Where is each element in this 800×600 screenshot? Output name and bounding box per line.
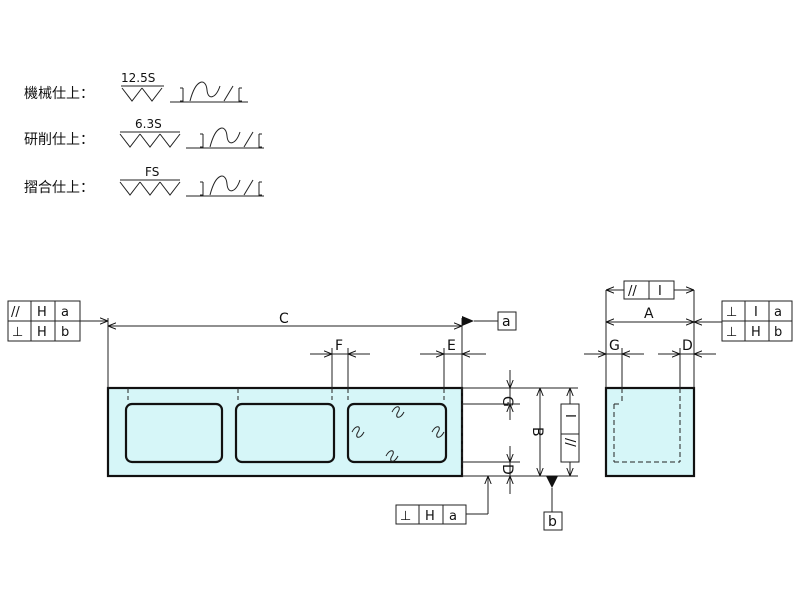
finish-grade: 6.3S [135, 117, 162, 131]
tolerance-value: H [37, 305, 47, 320]
finish-row-scraped: 摺合仕上： FS [24, 165, 264, 197]
dim-label-c: C [279, 311, 289, 327]
finish-label: 機械仕上： [24, 86, 94, 102]
tolerance-frame-side-top: // I [606, 280, 694, 300]
datum-label-b: b [548, 514, 557, 530]
datum-triangle-b [546, 476, 558, 488]
front-pocket [234, 402, 336, 464]
geometric-symbol: ⊥ [726, 325, 737, 340]
tolerance-frame-front-bottom: ⊥ H a [395, 476, 488, 525]
datum-box-b [543, 511, 563, 531]
dim-label-e: E [447, 338, 456, 354]
finish-symbol [121, 85, 164, 102]
finish-row-machined: 機械仕上： 12.5S [24, 71, 248, 103]
tolerance-frame-side-right: ⊥ I a ⊥ H b [694, 300, 793, 342]
side-body [604, 386, 696, 478]
finish-legend: 機械仕上： 12.5S 研削仕上： 6.3S [24, 71, 264, 197]
side-view: A // I G D ⊥ I a ⊥ [584, 280, 793, 478]
finish-row-ground: 研削仕上： 6.3S [24, 117, 264, 149]
finish-symbol [119, 131, 181, 148]
tolerance-value: H [37, 325, 47, 340]
finish-grade: 12.5S [121, 71, 155, 85]
geometric-symbol: // [11, 305, 20, 320]
front-view: C F E a // H a ⊥ H b [7, 300, 580, 531]
geometric-symbol: // [562, 438, 577, 447]
datum-reference: a [61, 305, 69, 320]
tolerance-value: I [754, 305, 758, 320]
tolerance-value: H [751, 325, 761, 340]
datum-reference: b [61, 325, 69, 340]
geometric-symbol: ⊥ [12, 325, 23, 340]
tolerance-frame-front-left: // H a ⊥ H b [7, 300, 108, 342]
geometric-symbol: ⊥ [400, 509, 411, 524]
dim-label-f: F [335, 338, 343, 354]
dim-label-g: G [499, 396, 515, 407]
finish-bracket-symbol [180, 81, 242, 102]
finish-label: 摺合仕上： [24, 180, 94, 196]
datum-triangle-a [462, 316, 474, 326]
datum-reference: a [449, 509, 457, 524]
finish-bracket-symbol [200, 175, 262, 196]
finish-label: 研削仕上： [24, 132, 94, 148]
finish-grade: FS [145, 165, 159, 179]
dim-label-side-g: G [609, 338, 620, 354]
front-pocket [346, 402, 448, 464]
dim-label-side-d: D [682, 338, 693, 354]
tolerance-value: H [425, 509, 435, 524]
tolerance-value: I [562, 414, 577, 418]
datum-reference: b [774, 325, 782, 340]
dim-label-a: A [644, 306, 654, 322]
tolerance-value: I [658, 284, 662, 299]
tolerance-frame-front-vertical: // I [560, 388, 580, 476]
datum-label-a: a [502, 314, 511, 330]
finish-symbol [119, 179, 181, 196]
dim-label-b: B [529, 427, 545, 437]
geometric-symbol: ⊥ [726, 305, 737, 320]
datum-box-a [497, 311, 517, 331]
dim-label-d: D [499, 464, 515, 475]
datum-reference: a [774, 305, 782, 320]
front-pocket [124, 402, 224, 464]
finish-bracket-symbol [200, 127, 262, 148]
geometric-symbol: // [628, 284, 637, 299]
